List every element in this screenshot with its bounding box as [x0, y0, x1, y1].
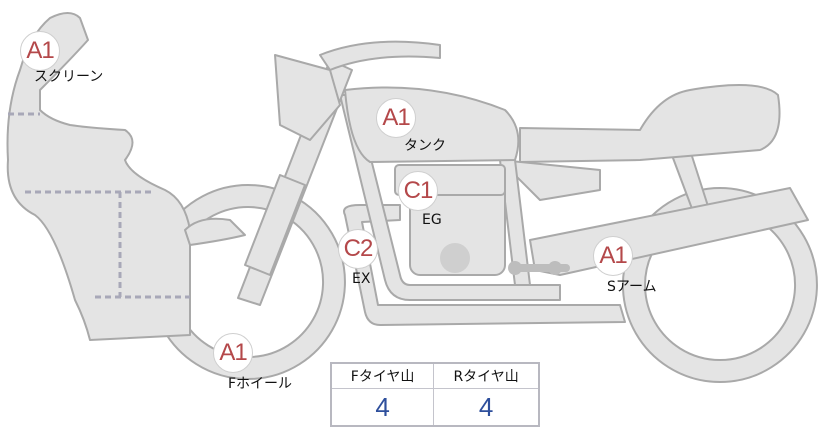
- grade-badge-tank: A1: [376, 98, 416, 138]
- header-front-tire: Fタイヤ山: [330, 362, 435, 389]
- grade-badge-front-wheel: A1: [213, 333, 253, 373]
- grade-badge-engine: C1: [398, 171, 438, 211]
- header-rear-tire: Rタイヤ山: [433, 362, 540, 389]
- fairing: [6, 12, 191, 341]
- label-swingarm: Sアーム: [607, 279, 657, 295]
- swingarm: [529, 187, 809, 276]
- value-rear-tire: 4: [433, 388, 540, 427]
- value-front-tire: 4: [330, 388, 435, 427]
- grade-badge-swingarm: A1: [593, 236, 633, 276]
- seat: [519, 84, 781, 163]
- label-engine: EG: [422, 212, 442, 228]
- grade-badge-screen: A1: [20, 31, 60, 71]
- label-tank: タンク: [404, 138, 446, 154]
- label-exhaust: EX: [352, 271, 371, 287]
- label-screen: スクリーン: [34, 69, 104, 85]
- grade-badge-exhaust: C2: [338, 229, 378, 269]
- label-front-wheel: Fホイール: [228, 376, 293, 392]
- tire-tread-table: Fタイヤ山 Rタイヤ山 4 4: [330, 362, 540, 427]
